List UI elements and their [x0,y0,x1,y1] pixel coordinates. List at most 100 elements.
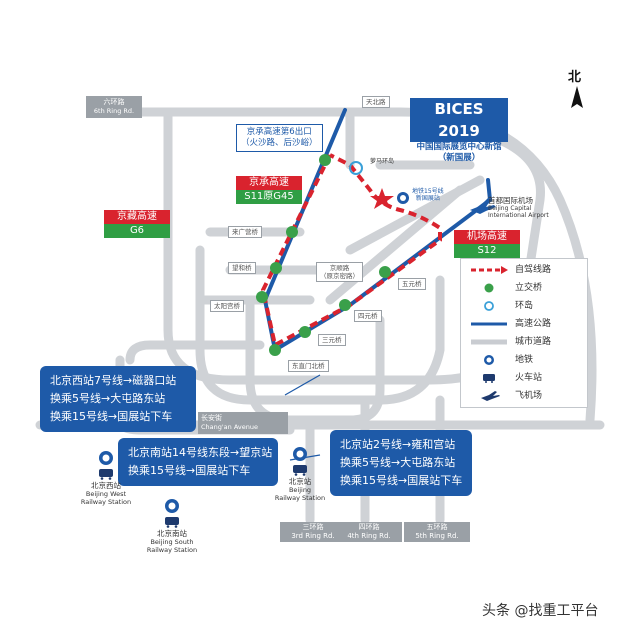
fourth-ring-cn: 四环路 [358,523,380,531]
interchange-icon [484,283,494,293]
third-ring-en: 3rd Ring Rd. [291,532,335,540]
highway-airport-name: 机场高速 [454,230,520,244]
legend-row-interchange: 立交桥 [461,279,589,297]
callout-south-line-2: 换乘15号线→国展站下车 [128,464,251,477]
callout-main-station: 北京站2号线→雍和宫站 换乘5号线→大屯路东站 换乘15号线→国展站下车 [330,430,472,496]
station-main-en-1: Beijing [288,486,312,494]
legend-label-train: 火车站 [515,373,543,383]
legend-row-metro: 地铁 [461,351,589,369]
wuyuan-label: 五元桥 [398,278,426,290]
station-main-cn: 北京站 [288,477,312,486]
jingshun-sub: （原京密路） [320,272,359,280]
sixth-ring-cn: 六环路 [103,98,125,106]
legend-label-city-road: 城市道路 [515,337,552,347]
tianbei-label: 天北路 [362,96,390,108]
exit-note: 京承高速第6出口 （火沙路、后沙峪） [236,124,323,152]
highway-jingcheng-name: 京承高速 [236,176,302,190]
legend-label-airport: 飞机场 [515,391,543,401]
interchanges [256,154,391,356]
legend: 自驾线路 立交桥 环岛 高速公路 城市道路 [460,258,588,408]
station-west-en-2: Railway Station [80,498,132,506]
north-arrow-icon [571,86,583,108]
callout-main-line-2: 换乘5号线→大屯路东站 [340,456,456,469]
legend-row-train: 火车站 [461,369,589,387]
interchange-laiguang [286,226,298,238]
legend-label-metro: 地铁 [515,355,534,365]
fourth-ring-en: 4th Ring Rd. [347,532,391,540]
second-ring-top [125,340,265,365]
train-icon-main [293,465,307,476]
metro-stop-name: 新国展站 [415,195,440,202]
bices-title-block: BICES 2019 中国国际展览中心新馆 （新国展） [410,98,508,164]
highway-badge-jingzang: 京藏高速 G6 [104,210,170,238]
train-icon-west [99,469,113,480]
legend-label-interchange: 立交桥 [515,283,543,293]
station-west-en-1: Beijing West [85,490,127,498]
train-icon-south [165,517,179,528]
bices-subtitle-1: 中国国际展览中心新馆 [416,142,502,152]
callout-main-line-3: 换乘15号线→国展站下车 [340,474,463,487]
highway-jingzang-name: 京藏高速 [104,210,170,224]
jingshun-label: 京顺路 （原京密路） [316,262,363,282]
self-drive-route [260,153,442,349]
highway-badge-airport: 机场高速 S12 [454,230,520,258]
jingshun-name: 京顺路 [329,264,350,272]
wangjing-label: 望和桥 [228,262,256,274]
city-road-icon [471,339,507,345]
metro-legend-icon [484,355,494,365]
interchange-sanyuan [299,326,311,338]
fifth-ring-en: 5th Ring Rd. [415,532,459,540]
metro-icon-west [99,451,113,465]
interchange-exit6 [319,154,331,166]
dongzhimen-label: 东直门北桥 [288,360,329,372]
fifth-ring-cn: 五环路 [426,523,448,531]
north-label: 北 [568,70,582,85]
third-ring-cn: 三环路 [302,523,324,531]
airport-label: 首都国际机场 Beijing Capital International Air… [488,196,549,219]
highway-airport-code: S12 [454,244,520,258]
interchange-taiyanggong [256,291,268,303]
route-icon [471,266,508,274]
station-south-en-2: Railway Station [146,546,198,554]
callout-west-station: 北京西站7号线→磁器口站 换乘5号线→大屯路东站 换乘15号线→国展站下车 [40,366,196,432]
station-south-en-1: Beijing South [150,538,194,546]
watermark: 头条 @找重工平台 [482,603,599,619]
callout-south-station: 北京南站14号线东段→望京站 换乘15号线→国展站下车 [118,438,278,486]
changan-label: 长安街 Chang'an Avenue [198,412,288,434]
station-main-en-2: Railway Station [274,494,326,502]
highway-badge-jingcheng: 京承高速 S11原G45 [236,176,302,204]
legend-row-roundabout: 环岛 [461,297,589,315]
roundabout-legend-icon [484,301,494,311]
interchange-wuyuan [379,266,391,278]
exit-note-line-2: （火沙路、后沙峪） [241,138,318,148]
legend-label-route: 自驾线路 [515,265,552,275]
train-icon [483,374,495,383]
fourth-ring-bottom-label: 四环路 4th Ring Rd. [336,522,402,542]
changan-en: Chang'an Avenue [201,423,258,431]
station-west-cn: 北京西站 [91,481,121,490]
callout-west-line-1: 北京西站7号线→磁器口站 [50,374,177,387]
highway-icon [471,322,507,326]
sixth-ring-en: 6th Ring Rd. [93,107,135,115]
airport-en-2: International Airport [488,212,549,219]
interchange-siyuan [339,299,351,311]
exhibition-star-icon [370,188,394,209]
station-south: 北京南站 Beijing South Railway Station [144,498,200,554]
changan-cn: 长安街 [201,414,222,422]
airport-cn: 首都国际机场 [488,196,533,205]
bices-subtitle-2: （新国展） [437,153,481,163]
luomazhuang-label: 萝马环岛 [370,158,395,165]
station-west: 北京西站 Beijing West Railway Station [78,450,134,506]
airport-legend-icon [481,391,500,401]
siyuan-label: 四元桥 [354,310,382,322]
metro-stop-label: 地铁15号线 新国展站 [412,188,444,202]
callout-west-line-2: 换乘5号线→大屯路东站 [50,392,166,405]
highway-jingcheng-code: S11原G45 [236,190,302,204]
bices-title: BICES 2019 [410,98,508,142]
metro-icon-south [165,499,179,513]
route-loop [260,153,442,349]
legend-row-airport: 飞机场 [461,387,589,405]
legend-row-highway: 高速公路 [461,315,589,333]
metro-stop-line: 地铁15号线 [412,188,444,195]
